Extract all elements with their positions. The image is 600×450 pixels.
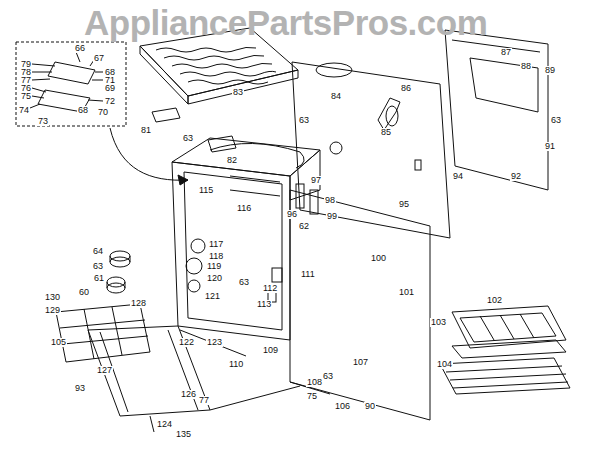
brackets (152, 108, 236, 152)
callout-number: 98 (324, 196, 336, 205)
callout-number: 77 (198, 396, 210, 405)
callout-number: 85 (380, 128, 392, 137)
callout-number: 107 (352, 358, 369, 367)
callout-number: 92 (510, 172, 522, 181)
callout-number: 91 (544, 142, 556, 151)
callout-number: 106 (334, 402, 351, 411)
callout-number: 124 (156, 420, 173, 429)
callout-number: 61 (93, 274, 105, 283)
callout-number: 118 (208, 252, 224, 261)
callout-number: 62 (298, 222, 310, 231)
callout-number: 95 (398, 200, 410, 209)
callout-number: 115 (198, 186, 214, 195)
callout-number: 68 (77, 106, 89, 115)
oven-cavity (172, 138, 320, 340)
callout-number: 129 (44, 306, 61, 315)
callout-number: 116 (236, 204, 252, 213)
callout-number: 63 (322, 372, 334, 381)
callout-number: 109 (262, 346, 279, 355)
callout-number: 101 (398, 288, 415, 297)
inset-arrow (110, 128, 188, 180)
callout-number: 75 (20, 92, 32, 101)
callout-number: 94 (452, 172, 464, 181)
door-frame (88, 326, 300, 432)
callout-number: 113 (256, 300, 272, 309)
callout-number: 63 (238, 278, 250, 287)
callout-number: 63 (182, 134, 194, 143)
callout-number: 75 (306, 392, 318, 401)
callout-number: 70 (97, 108, 109, 117)
callout-number: 89 (544, 66, 556, 75)
callout-number: 103 (430, 318, 447, 327)
callout-number: 64 (92, 247, 104, 256)
callout-number: 73 (37, 117, 49, 126)
callout-number: 88 (520, 62, 532, 71)
callout-number: 99 (326, 212, 338, 221)
callout-number: 108 (306, 378, 323, 387)
callout-number: 84 (330, 92, 342, 101)
callout-number: 72 (104, 97, 116, 106)
callout-number: 119 (206, 262, 222, 271)
broiler-pan (440, 306, 570, 394)
callout-number: 130 (44, 293, 61, 302)
oven-rack (56, 304, 150, 362)
callout-number: 96 (286, 210, 298, 219)
callout-number: 120 (206, 274, 223, 283)
callout-number: 128 (130, 299, 147, 308)
callout-number: 86 (400, 84, 412, 93)
callout-number: 63 (92, 262, 104, 271)
inset-frame (16, 42, 126, 126)
callout-number: 93 (74, 384, 86, 393)
watermark: AppliancePartsPros.com (84, 4, 487, 42)
arrow-head (178, 175, 188, 185)
callout-number: 69 (104, 84, 116, 93)
callout-number: 110 (228, 360, 244, 369)
callout-number: 112 (262, 284, 278, 293)
callout-number: 82 (226, 156, 238, 165)
callout-number: 121 (204, 292, 221, 301)
callout-number: 135 (175, 430, 192, 439)
callout-number: 81 (140, 126, 152, 135)
callout-number: 122 (178, 338, 195, 347)
callout-number: 104 (436, 360, 453, 369)
callout-number: 111 (300, 270, 316, 279)
callout-number: 63 (550, 116, 562, 125)
side-panel (290, 190, 430, 420)
callout-number: 127 (96, 366, 113, 375)
callout-number: 105 (50, 338, 67, 347)
callout-number: 60 (78, 288, 90, 297)
callout-number: 126 (180, 390, 197, 399)
callout-number: 117 (208, 240, 224, 249)
callout-number: 83 (232, 88, 244, 97)
callout-number: 90 (364, 402, 376, 411)
callout-number: 102 (486, 296, 503, 305)
knobs (107, 251, 130, 293)
callout-number: 66 (74, 44, 86, 53)
callout-number: 123 (206, 338, 223, 347)
callout-number: 87 (500, 48, 512, 57)
callout-number: 67 (93, 54, 105, 63)
callout-number: 100 (370, 254, 387, 263)
frame-panel (445, 30, 548, 190)
callout-number: 74 (18, 106, 30, 115)
callout-number: 97 (310, 176, 322, 185)
callout-number: 63 (298, 116, 310, 125)
